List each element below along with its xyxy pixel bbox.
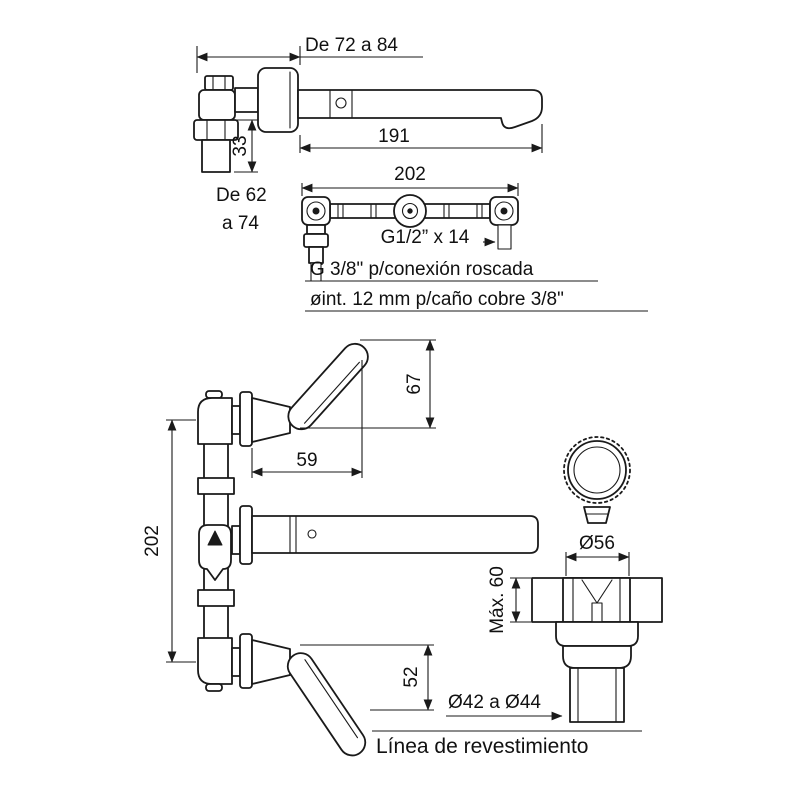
body-connector-nut xyxy=(197,589,235,607)
front-bar-view xyxy=(301,194,519,282)
bottom-handle-base xyxy=(251,639,291,685)
drain-flange-lip xyxy=(555,621,639,647)
top-handle-escutcheon xyxy=(239,391,253,447)
top-handle-base xyxy=(251,397,291,443)
label-wall-max: Máx. 60 xyxy=(487,566,508,634)
bottom-lever-blade xyxy=(286,652,367,757)
bottom-handle-escutcheon xyxy=(239,633,253,689)
drain-tailpipe xyxy=(569,667,625,723)
drain-dimensions: Ø56 Máx. 60 Ø42 a Ø44 Línea de revestimi… xyxy=(372,533,642,758)
popup-stem xyxy=(591,602,603,623)
set-screw xyxy=(335,97,347,109)
label-drain-flange-dia: Ø56 xyxy=(579,533,615,554)
inlet-pipe xyxy=(201,139,231,173)
elbow-cap xyxy=(205,390,223,399)
elbow-body xyxy=(198,89,236,121)
left-valve-dot xyxy=(312,207,320,215)
installed-view-dimensions: 67 59 202 52 xyxy=(142,339,436,711)
label-connection: G 3/8" p/conexión roscada xyxy=(310,259,534,280)
top-lever-handle xyxy=(287,342,369,431)
bottom-lever-handle xyxy=(286,652,367,757)
drain-ring-inner xyxy=(573,446,621,494)
lever-contour-line xyxy=(304,659,359,739)
spout-profile xyxy=(297,89,543,130)
label-center-thread: G1/2” x 14 xyxy=(381,227,470,248)
lever-contour-line xyxy=(303,361,360,424)
label-top-span: De 72 a 84 xyxy=(305,35,398,56)
wall-escutcheon xyxy=(257,67,299,133)
label-handle-reach: 59 xyxy=(296,450,317,471)
spout-logo xyxy=(307,529,317,539)
right-valve-dot xyxy=(500,207,508,215)
tee-logo-mark xyxy=(207,530,223,546)
front-spout-tube xyxy=(251,515,539,554)
center-connect-stub xyxy=(231,525,241,555)
center-tee xyxy=(198,524,232,581)
spout-escutcheon xyxy=(239,505,253,565)
bottom-elbow xyxy=(197,637,233,685)
label-handle-bottom-drop: 52 xyxy=(401,666,422,687)
label-tail-dia: Ø42 a Ø44 xyxy=(448,692,541,713)
body-connector-nut xyxy=(197,477,235,495)
side-view-dimensions: De 72 a 84 191 33 De 62 a 74 xyxy=(196,35,543,234)
drain-lock-nut xyxy=(562,645,632,669)
left-inlet-collar xyxy=(306,224,326,235)
label-bar-width: 202 xyxy=(394,164,426,185)
installed-front-view xyxy=(197,342,539,757)
top-connect-stub xyxy=(231,405,241,435)
right-inlet-stub xyxy=(497,224,512,250)
label-inlet-range-2: a 74 xyxy=(222,213,259,234)
label-pipe: øint. 12 mm p/caño cobre 3/8" xyxy=(310,289,564,310)
drain-stopper xyxy=(583,506,611,524)
label-handle-top-height: 67 xyxy=(404,373,425,394)
supply-nut-top xyxy=(204,75,234,91)
wall-stub xyxy=(234,87,259,113)
left-inlet-nut xyxy=(303,233,329,248)
side-view-spout-assembly xyxy=(193,67,543,173)
elbow-cap xyxy=(205,683,223,692)
top-lever-blade xyxy=(287,342,369,431)
bottom-connect-stub xyxy=(231,647,241,677)
label-inlet-range-1: De 62 xyxy=(216,185,267,206)
center-dot xyxy=(407,208,413,214)
label-finish-line: Línea de revestimiento xyxy=(376,735,588,758)
front-bar-dimensions: 202 G1/2” x 14 G 3/8" p/conexión roscada… xyxy=(301,164,648,312)
label-spout-length: 191 xyxy=(378,126,410,147)
label-spout-height: 33 xyxy=(230,135,251,156)
top-elbow xyxy=(197,397,233,445)
label-body-span: 202 xyxy=(142,525,163,557)
drain-assembly xyxy=(531,436,663,723)
